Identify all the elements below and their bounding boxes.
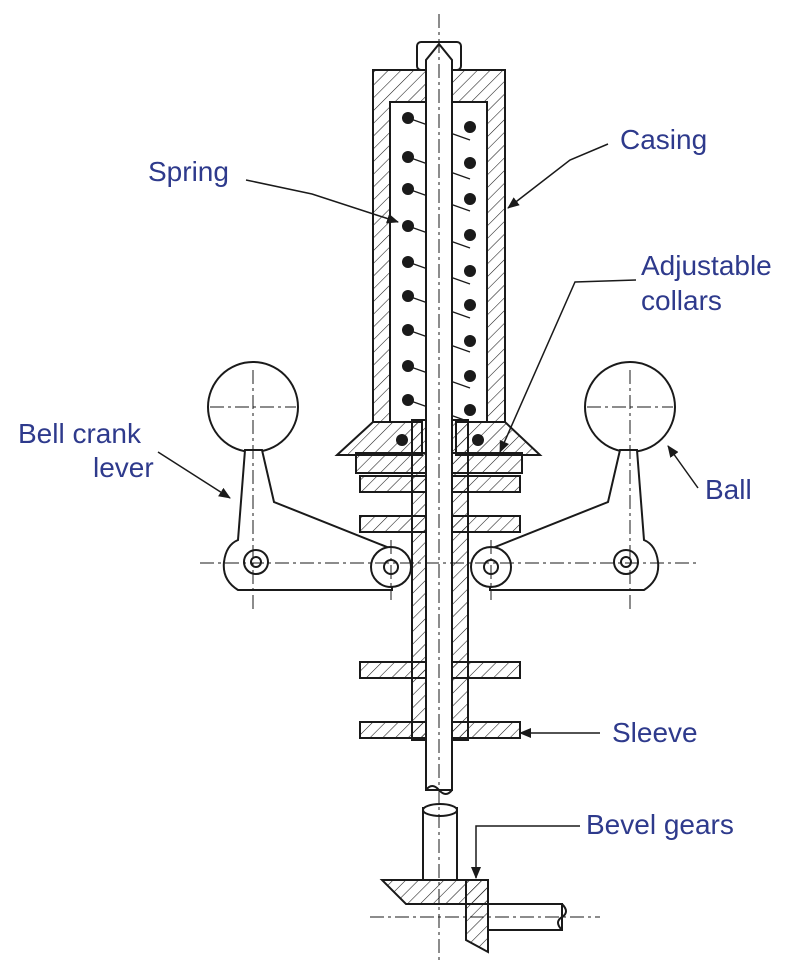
label-bevel-gears: Bevel gears	[586, 809, 734, 840]
adjustable-collars-leader	[499, 279, 637, 453]
label-casing: Casing	[620, 124, 707, 155]
casing-flange	[334, 421, 543, 456]
centre-lines	[200, 14, 700, 962]
label-sleeve: Sleeve	[612, 717, 698, 748]
leader-lines	[157, 143, 699, 879]
label-adjustable-collars-line1: Adjustable	[641, 250, 772, 281]
bell-crank-leader	[157, 451, 231, 499]
label-adjustable-collars-line2: collars	[641, 285, 722, 316]
lower-shaft	[422, 803, 458, 881]
casing-leader	[507, 143, 609, 209]
spring-leader	[245, 179, 399, 224]
bell-crank-lever-left	[222, 449, 412, 591]
label-bell-crank-line1: Bell crank	[18, 418, 142, 449]
bevel-gears	[379, 879, 567, 954]
ball-leader	[667, 445, 699, 489]
label-spring: Spring	[148, 156, 229, 187]
label-ball: Ball	[705, 474, 752, 505]
labels: Casing Spring Adjustable collars Bell cr…	[18, 124, 772, 840]
bevel-gears-leader	[471, 825, 580, 879]
label-bell-crank-line2: lever	[93, 452, 154, 483]
